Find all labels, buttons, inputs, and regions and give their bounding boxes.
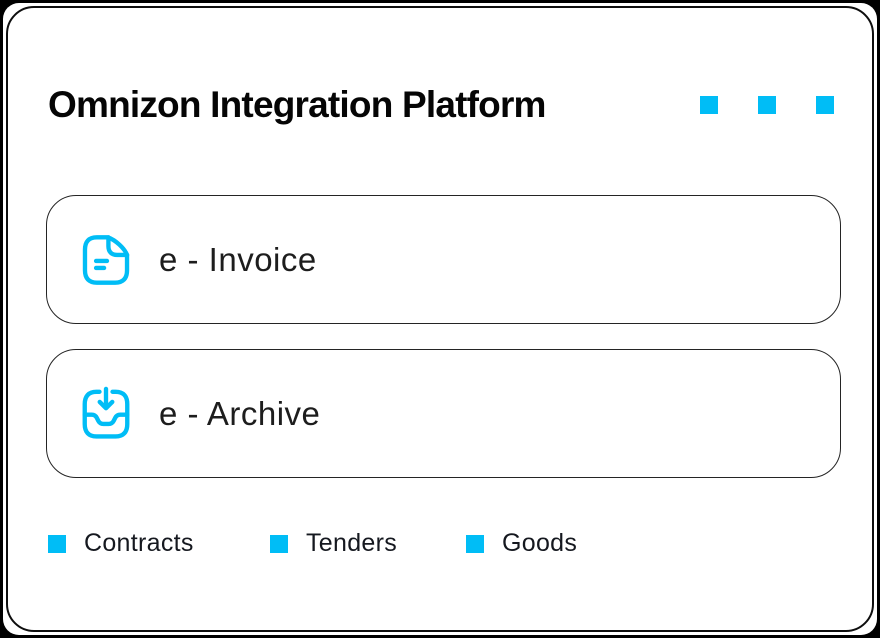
goods-item[interactable]: Goods [466,529,577,558]
e-invoice-label: e - Invoice [159,240,317,278]
page-title: Omnizon Integration Platform [48,84,546,125]
inbox-download-icon [77,385,135,443]
bullet-square-icon [270,534,288,553]
decor-square-icon [758,96,776,114]
tenders-label: Tenders [306,529,398,557]
decor-square-icon [700,96,718,114]
tenders-item[interactable]: Tenders [270,529,397,558]
bullet-square-icon [466,534,484,553]
goods-label: Goods [502,529,578,557]
decor-squares [700,96,834,114]
main-card: Omnizon Integration Platform e - Invoice [6,6,874,632]
e-invoice-button[interactable]: e - Invoice [46,195,841,324]
contracts-label: Contracts [84,529,194,557]
decor-square-icon [816,96,834,114]
document-icon [77,231,135,289]
bullet-square-icon [48,534,66,553]
e-archive-button[interactable]: e - Archive [46,349,841,478]
contracts-item[interactable]: Contracts [48,529,194,558]
e-archive-label: e - Archive [159,394,321,432]
